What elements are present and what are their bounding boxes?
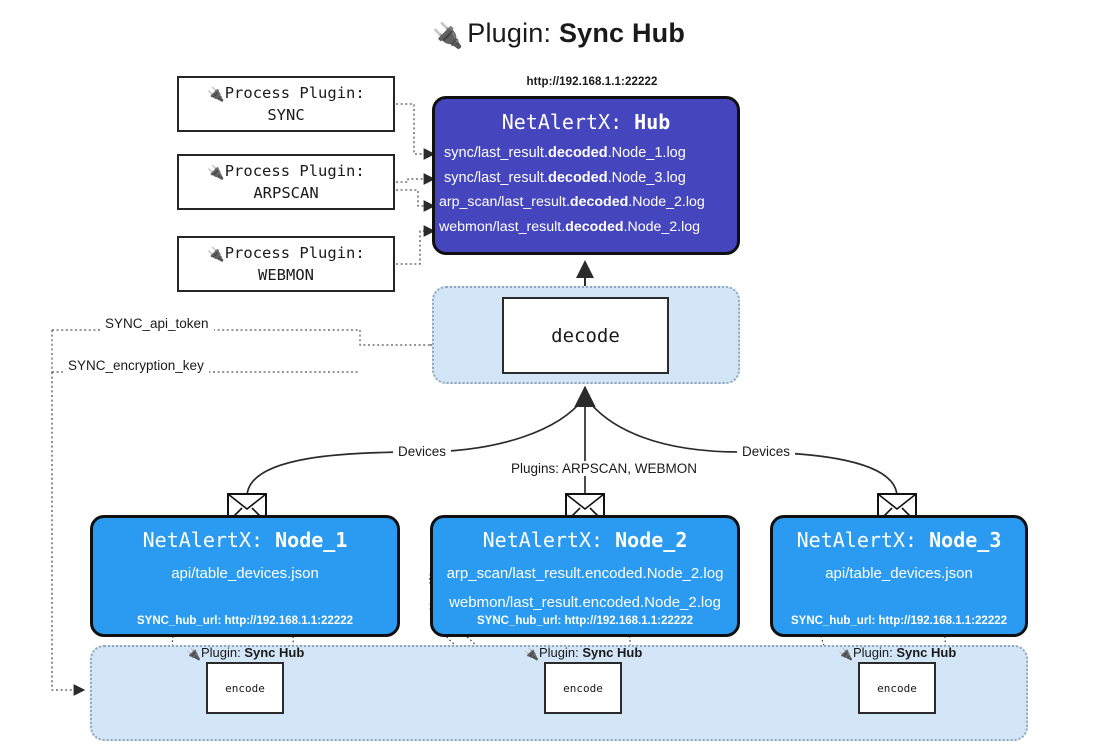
node-title-prefix: NetAlertX: (796, 528, 918, 552)
node-hub-url: SYNC_hub_url: http://192.168.1.1:22222 (790, 615, 1008, 627)
encode-caption-name: Sync Hub (244, 645, 305, 660)
hub-log-pre: arp_scan/last_result. (439, 194, 570, 210)
hub-log-post: .Node_3.log (607, 169, 686, 186)
process-plugin-label: Process Plugin: (224, 84, 365, 102)
node-resource-line: api/table_devices.json (171, 565, 319, 582)
page-title-name: Sync Hub (558, 18, 686, 48)
page-title-prefix: Plugin: (467, 18, 552, 48)
process-plugin-sync[interactable]: 🔌Process Plugin: SYNC (177, 76, 395, 132)
edge-label-devices-left: Devices (393, 444, 452, 459)
hub-log-em: decoded (547, 169, 608, 186)
decode-box[interactable]: decode (502, 297, 669, 374)
node-title: NetAlertX: Node_1 (93, 528, 397, 552)
process-plugin-arpscan[interactable]: 🔌Process Plugin: ARPSCAN (177, 154, 395, 210)
encode-caption-prefix: Plugin: (538, 645, 579, 660)
plug-icon: 🔌 (207, 165, 225, 181)
node-resource-line: api/table_devices.json (825, 565, 973, 582)
edge-label-devices-right: Devices (737, 444, 796, 459)
encode-caption-prefix: Plugin: (200, 645, 241, 660)
encode-plugin-caption: 🔌Plugin: Sync Hub (524, 645, 642, 661)
encode-box-node-2[interactable]: encode (544, 662, 622, 714)
hub-log-pre: webmon/last_result. (439, 218, 566, 235)
hub-log-line: sync/last_result.decoded.Node_3.log (435, 166, 737, 191)
process-plugin-name: ARPSCAN (253, 184, 319, 202)
hub-log-pre: sync/last_result. (444, 145, 548, 161)
node-title-name: Node_1 (275, 528, 348, 552)
node-title-name: Node_2 (615, 528, 688, 552)
node-hub-url: SYNC_hub_url: http://192.168.1.1:22222 (136, 615, 354, 627)
hub-log-em: decoded (565, 218, 624, 235)
hub-log-post: .Node_2.log (628, 194, 705, 210)
node-title-prefix: NetAlertX: (482, 528, 604, 552)
node-title: NetAlertX: Node_2 (433, 528, 737, 552)
process-plugin-label: Process Plugin: (224, 162, 365, 180)
encode-box-node-3[interactable]: encode (858, 662, 936, 714)
hub-title: NetAlertX: Hub (435, 110, 737, 134)
plug-icon: 🔌 (207, 87, 225, 103)
plug-icon: 🔌 (207, 247, 225, 263)
node-title: NetAlertX: Node_3 (773, 528, 1025, 552)
encode-caption-name: Sync Hub (896, 645, 957, 660)
node-resource-line: arp_scan/last_result.encoded.Node_2.log (446, 565, 724, 582)
node-box-node-2[interactable]: NetAlertX: Node_2 arp_scan/last_result.e… (430, 515, 740, 637)
encode-caption-name: Sync Hub (582, 645, 643, 660)
node-title-prefix: NetAlertX: (142, 528, 264, 552)
hub-url-label: http://192.168.1.1:22222 (526, 76, 658, 88)
hub-title-prefix: NetAlertX: (501, 110, 623, 134)
sync-encryption-key-label: SYNC_encryption_key (63, 358, 209, 373)
node-title-name: Node_3 (929, 528, 1002, 552)
process-plugin-label: Process Plugin: (224, 244, 365, 262)
hub-node-box[interactable]: NetAlertX: Hub sync/last_result.decoded.… (432, 96, 740, 255)
node-resource-line: webmon/last_result.encoded.Node_2.log (449, 594, 721, 611)
encode-plugin-caption: 🔌Plugin: Sync Hub (186, 645, 304, 661)
page-title: 🔌Plugin: Sync Hub (0, 18, 1117, 51)
encode-box-node-1[interactable]: encode (206, 662, 284, 714)
process-plugin-name: SYNC (267, 106, 305, 124)
encode-caption-prefix: Plugin: (852, 645, 893, 660)
hub-log-line: webmon/last_result.decoded.Node_2.log (435, 215, 737, 240)
edge-label-plugins: Plugins: ARPSCAN, WEBMON (506, 461, 703, 476)
process-plugin-webmon[interactable]: 🔌Process Plugin: WEBMON (177, 236, 395, 292)
node-hub-url: SYNC_hub_url: http://192.168.1.1:22222 (476, 615, 694, 627)
plug-icon: 🔌 (186, 647, 201, 661)
hub-log-post: .Node_2.log (623, 218, 701, 235)
plug-icon: 🔌 (524, 647, 539, 661)
hub-log-pre: sync/last_result. (444, 169, 548, 186)
hub-title-name: Hub (634, 110, 671, 134)
plug-icon: 🔌 (431, 22, 464, 50)
node-box-node-1[interactable]: NetAlertX: Node_1 api/table_devices.json… (90, 515, 400, 637)
plug-icon: 🔌 (838, 647, 853, 661)
hub-log-line: arp_scan/last_result.decoded.Node_2.log (435, 190, 737, 215)
sync-api-token-label: SYNC_api_token (100, 316, 214, 331)
process-plugin-name: WEBMON (258, 266, 314, 284)
hub-log-post: .Node_1.log (607, 145, 686, 161)
hub-log-em: decoded (547, 145, 608, 161)
hub-log-em: decoded (569, 194, 629, 210)
encode-plugin-caption: 🔌Plugin: Sync Hub (838, 645, 956, 661)
hub-log-line: sync/last_result.decoded.Node_1.log (435, 141, 737, 166)
node-box-node-3[interactable]: NetAlertX: Node_3 api/table_devices.json… (770, 515, 1028, 637)
